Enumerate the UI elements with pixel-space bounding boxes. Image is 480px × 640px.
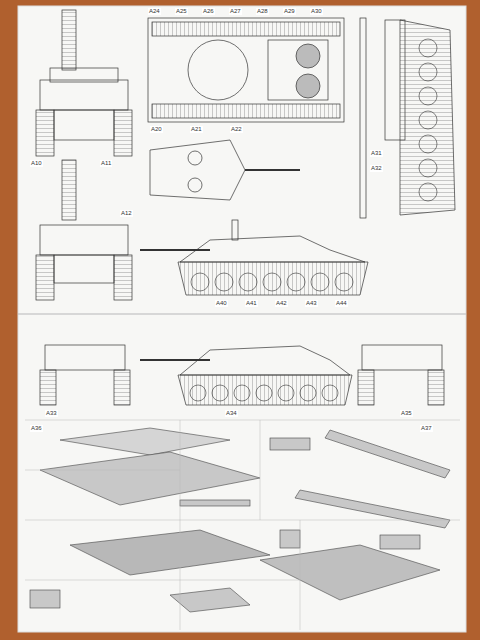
callout-number: A40 [215, 300, 228, 307]
callout-number: A31 [370, 150, 383, 157]
road-wheel [419, 87, 437, 105]
callout-number: A44 [335, 300, 348, 307]
callout-number: A34 [225, 410, 238, 417]
road-wheel [234, 385, 250, 401]
road-wheel [419, 183, 437, 201]
callout-number: A30 [310, 8, 323, 15]
callout-number: A11 [100, 160, 112, 167]
road-wheel [335, 273, 353, 291]
callout-number: A33 [45, 410, 58, 417]
callout-number: A26 [202, 8, 215, 15]
callout-number: A32 [370, 165, 383, 172]
road-wheel [419, 39, 437, 57]
road-wheel [191, 273, 209, 291]
callout-number: A21 [190, 126, 203, 133]
road-wheel [419, 159, 437, 177]
road-wheel [419, 111, 437, 129]
callout-number: A27 [229, 8, 242, 15]
callout-number: A12 [120, 210, 133, 217]
road-wheel [300, 385, 316, 401]
road-wheel [278, 385, 294, 401]
road-wheel [322, 385, 338, 401]
callout-number: A22 [230, 126, 243, 133]
road-wheel [311, 273, 329, 291]
callout-number: A37 [420, 425, 433, 432]
road-wheel [212, 385, 228, 401]
road-wheel [263, 273, 281, 291]
callout-number: A28 [256, 8, 269, 15]
callout-number: A10 [30, 160, 43, 167]
callout-number: A42 [275, 300, 288, 307]
road-wheel [287, 273, 305, 291]
callout-number: A29 [283, 8, 296, 15]
road-wheel [215, 273, 233, 291]
road-wheel [419, 135, 437, 153]
road-wheel [256, 385, 272, 401]
road-wheel [239, 273, 257, 291]
road-wheel [419, 63, 437, 81]
callout-number: A25 [175, 8, 188, 15]
callout-number: A20 [150, 126, 163, 133]
callout-number: A36 [30, 425, 43, 432]
callout-number: A43 [305, 300, 318, 307]
callout-number: A35 [400, 410, 413, 417]
callout-number: A41 [245, 300, 258, 307]
road-wheel [190, 385, 206, 401]
callout-number: A24 [148, 8, 161, 15]
